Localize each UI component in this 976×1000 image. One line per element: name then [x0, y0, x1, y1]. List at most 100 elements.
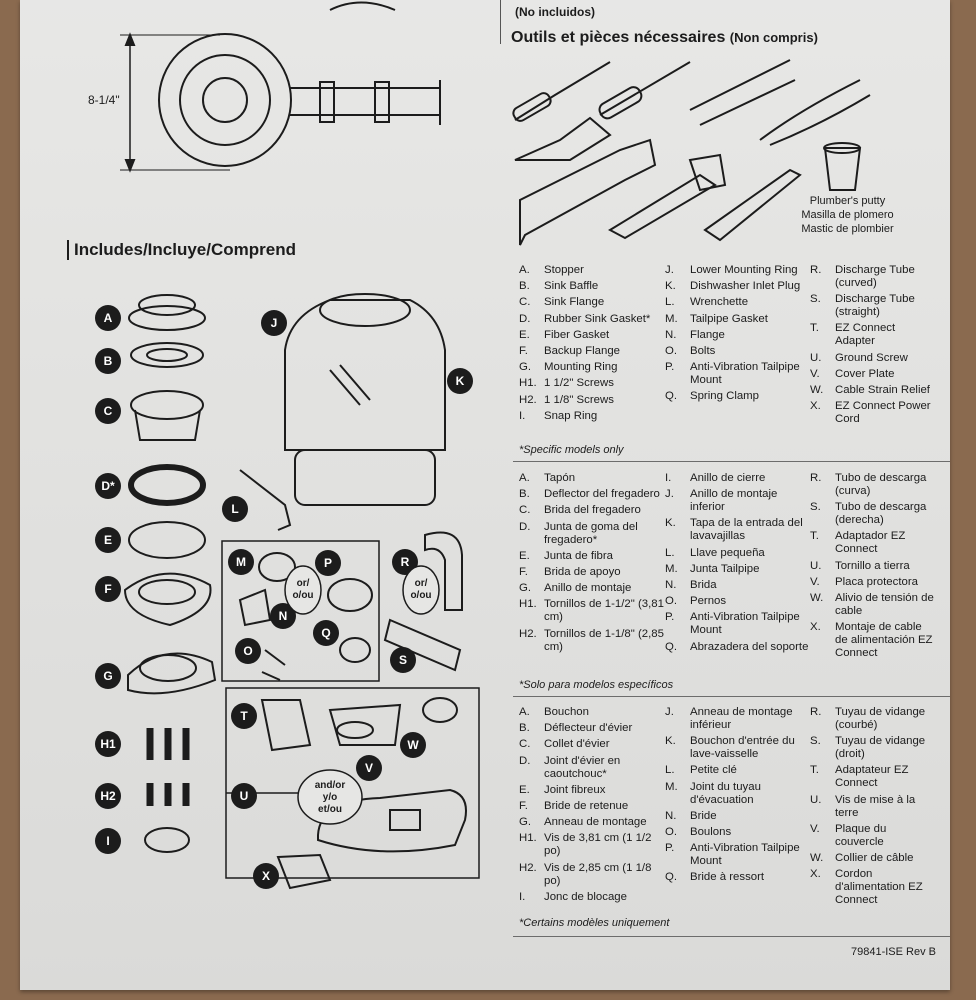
badge-label: B — [104, 354, 113, 368]
badge-circle — [95, 348, 121, 374]
item-label: Brida — [690, 578, 717, 591]
item-label: Tubo de descarga (curva) — [835, 472, 927, 497]
french-tools-note: (Non compris) — [729, 30, 818, 45]
item-key: K. — [665, 735, 676, 748]
item-label: Tuyau de vidange (droit) — [835, 735, 926, 761]
item-key: F. — [519, 344, 528, 357]
list-item: M.Tailpipe Gasket — [665, 313, 815, 326]
badge-label: C — [104, 404, 113, 418]
item-key: X. — [810, 621, 821, 634]
item-key: Q. — [665, 640, 678, 653]
list-item: V.Cover Plate — [810, 368, 935, 381]
badge-circle — [315, 550, 341, 576]
list-item: H1.1 1/2" Screws — [519, 377, 664, 390]
item-label: Adaptateur EZ Connect — [835, 764, 909, 790]
badge-circle — [95, 473, 121, 499]
item-label: Discharge Tube (straight) — [835, 293, 915, 319]
item-key: E. — [519, 783, 530, 796]
list-item: B.Deflector del fregadero — [519, 488, 664, 501]
item-label: Deflector del fregadero — [544, 488, 660, 501]
item-label: Cordon d'alimentation EZ Connect — [835, 868, 923, 907]
badge-label: S — [399, 653, 407, 667]
item-label: Anti-Vibration Tailpipe Mount — [690, 361, 800, 387]
item-label: Pernos — [690, 595, 727, 608]
list-item: O.Pernos — [665, 595, 815, 608]
item-label: Abrazadera del soporte — [690, 640, 809, 653]
item-key: W. — [810, 591, 824, 604]
list-item: W.Cable Strain Relief — [810, 384, 935, 397]
badge-circle — [235, 638, 261, 664]
item-key: Q. — [665, 871, 678, 884]
spanish-note: *Solo para modelos específicos — [519, 679, 674, 691]
english-note: *Specific models only — [519, 444, 624, 456]
item-label: Anti-Vibration Tailpipe Mount — [690, 611, 800, 637]
item-key: L. — [665, 546, 675, 559]
badge-circle — [253, 863, 279, 889]
badge-label: U — [240, 789, 249, 803]
list-item: N.Brida — [665, 579, 815, 592]
item-key: D. — [519, 754, 531, 767]
item-label: Collier de câble — [835, 851, 914, 864]
french-tools-heading: Outils et pièces nécessaires (Non compri… — [511, 29, 818, 47]
item-key: K. — [665, 517, 676, 530]
item-key: V. — [810, 367, 820, 380]
badge-circle — [95, 305, 121, 331]
list-item: L.Petite clé — [665, 764, 815, 777]
item-key: M. — [665, 780, 678, 793]
badge-circle — [400, 732, 426, 758]
list-item: K.Dishwasher Inlet Plug — [665, 280, 815, 293]
item-label: Sink Flange — [544, 296, 605, 309]
item-label: Tapa de la entrada del lavavajillas — [690, 517, 803, 543]
list-item: Q. Bride à ressort — [665, 871, 815, 884]
parts-left — [123, 294, 292, 853]
item-label: Vis de 2,85 cm (1 1/8 po) — [544, 861, 652, 887]
list-item: H1.Vis de 3,81 cm (1 1/2 po) — [519, 832, 664, 858]
item-label: Fiber Gasket — [544, 328, 610, 341]
item-label: Placa protectora — [835, 575, 918, 588]
item-label: Collet d'évier — [544, 738, 610, 751]
badge-label: G — [103, 669, 112, 683]
item-label: Junta de fibra — [544, 549, 614, 562]
badge-label: E — [104, 533, 112, 547]
list-item: S. Discharge Tube (straight) — [810, 293, 935, 319]
item-label: Bride — [690, 809, 717, 822]
badge-label: A — [104, 311, 113, 325]
badge-circle — [95, 783, 121, 809]
item-key: W. — [810, 383, 824, 396]
list-item: V.Plaque du couvercle — [810, 823, 935, 849]
item-label: Bouchon — [544, 706, 589, 718]
list-item: D.Joint d'évier en caoutchouc* — [519, 755, 664, 781]
item-label: Déflecteur d'évier — [544, 722, 633, 735]
list-item: J.Anneau de montage inférieur — [665, 706, 815, 732]
item-label: Tornillo a tierra — [835, 559, 910, 572]
list-item: I.Anillo de cierre — [665, 472, 815, 485]
badge-circle — [95, 576, 121, 602]
disposer-body — [284, 293, 446, 506]
badge-label: O — [243, 644, 252, 658]
item-label: Anneau de montage — [544, 816, 647, 829]
list-item: E.Fiber Gasket — [519, 329, 664, 342]
list-item: A.Bouchon — [519, 706, 664, 719]
list-item: P. Anti-Vibration Tailpipe Mount — [665, 361, 815, 387]
rule-2 — [513, 696, 950, 697]
item-key: S. — [810, 293, 821, 306]
or-label-1b: o/ou — [292, 590, 313, 601]
item-key: P. — [665, 361, 675, 374]
badge-label: J — [271, 316, 278, 330]
item-key: U. — [810, 793, 822, 806]
list-item: E. Junta de fibra — [519, 550, 664, 563]
item-key: T. — [810, 530, 819, 543]
badge-label: W — [407, 738, 419, 752]
item-label: Montaje de cable de alimentación EZ Conn… — [835, 621, 933, 660]
item-label: Bride à ressort — [690, 871, 765, 884]
putty-en: Plumber's putty — [809, 195, 886, 207]
item-key: S. — [810, 735, 821, 748]
item-key: F. — [519, 799, 528, 812]
list-item: R.Discharge Tube (curved) — [810, 264, 935, 290]
list-item: O.Boulons — [665, 826, 815, 839]
item-key: B. — [519, 722, 530, 735]
item-label: Joint fibreux — [544, 783, 606, 796]
item-key: E. — [519, 549, 530, 562]
